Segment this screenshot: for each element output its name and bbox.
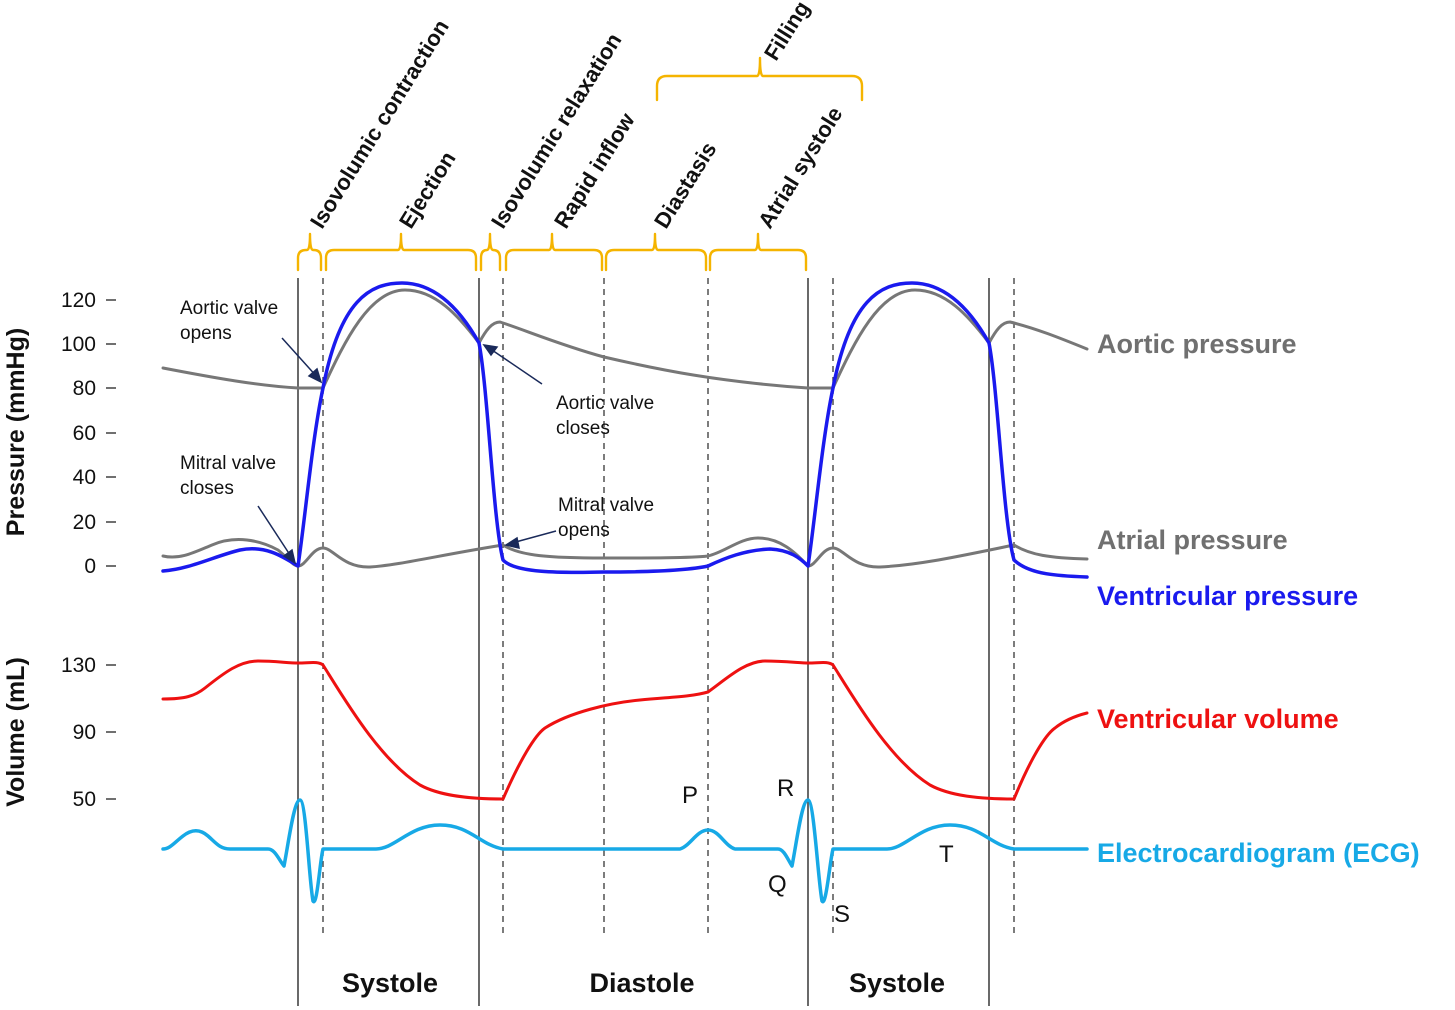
volume-tick-labels: 130 90 50 <box>61 654 96 811</box>
arrow-mitral-closes-head <box>282 548 297 565</box>
label-ventricular-volume: Ventricular volume <box>1097 704 1339 734</box>
arrow-mitral-opens-head <box>504 536 520 549</box>
volume-tick-50: 50 <box>73 788 96 811</box>
annot-aortic-closes-line2: closes <box>556 418 610 439</box>
ecg-curve <box>161 798 1089 904</box>
arrow-aortic-opens-head <box>307 367 323 384</box>
phase-labels: Isovolumic contraction Ejection Isovolum… <box>305 0 847 233</box>
label-diastasis: Diastasis <box>649 137 721 232</box>
bracket-ejection <box>324 232 478 272</box>
aortic-pressure-curve <box>161 288 1089 390</box>
pressure-tick-100: 100 <box>61 333 96 356</box>
label-ventricular-pressure: Ventricular pressure <box>1097 581 1358 611</box>
valve-annotations: Aortic valve opens Aortic valve closes M… <box>180 298 654 541</box>
annot-mitral-closes-line2: closes <box>180 478 234 499</box>
volume-axis-label: Volume (mL) <box>2 657 30 807</box>
volume-axis <box>106 664 116 800</box>
label-atrial-systole: Atrial systole <box>753 102 847 232</box>
annot-mitral-opens-line2: opens <box>558 520 610 541</box>
phase-brackets <box>296 56 864 272</box>
ecg-wave-r: R <box>777 775 794 802</box>
volume-tick-130: 130 <box>61 654 96 677</box>
pressure-tick-0: 0 <box>84 555 96 578</box>
pressure-tick-labels: 120 100 80 60 40 20 0 <box>61 289 96 578</box>
pressure-tick-40: 40 <box>73 466 96 489</box>
pressure-tick-20: 20 <box>73 511 96 534</box>
pressure-tick-120: 120 <box>61 289 96 312</box>
bracket-isovolumic-relaxation <box>479 232 502 272</box>
ecg-wave-labels: P R Q S T <box>682 775 954 928</box>
annot-aortic-opens-line1: Aortic valve <box>180 298 278 319</box>
label-aortic-pressure: Aortic pressure <box>1097 329 1297 359</box>
annot-mitral-opens-line1: Mitral valve <box>558 495 654 516</box>
bracket-atrial-systole <box>708 232 808 272</box>
ecg-wave-t: T <box>939 841 954 868</box>
ecg-wave-q: Q <box>768 871 787 898</box>
volume-tick-90: 90 <box>73 721 96 744</box>
ventricular-volume-curve <box>161 659 1089 801</box>
annot-aortic-closes-line1: Aortic valve <box>556 393 654 414</box>
label-ecg: Electrocardiogram (ECG) <box>1097 838 1420 868</box>
label-filling: Filling <box>759 0 815 65</box>
arrow-aortic-closes-head <box>482 343 499 357</box>
period-systole-1: Systole <box>342 968 438 998</box>
bracket-diastasis <box>604 232 708 272</box>
label-atrial-pressure: Atrial pressure <box>1097 525 1288 555</box>
pressure-axis-label: Pressure (mmHg) <box>2 328 30 536</box>
ecg-wave-p: P <box>682 782 698 809</box>
label-ejection: Ejection <box>394 147 461 233</box>
series-labels: Aortic pressure Atrial pressure Ventricu… <box>1097 329 1420 868</box>
annot-aortic-opens-line2: opens <box>180 323 232 344</box>
pressure-tick-80: 80 <box>73 377 96 400</box>
annot-mitral-closes-line1: Mitral valve <box>180 453 276 474</box>
arrow-mitral-closes <box>257 505 293 559</box>
ecg-wave-s: S <box>834 901 850 928</box>
bracket-rapid-inflow <box>504 232 604 272</box>
ventricular-pressure-curve <box>161 281 1089 579</box>
period-labels: Systole Diastole Systole <box>342 968 945 998</box>
annotation-arrows <box>257 337 557 565</box>
arrow-aortic-closes <box>488 347 543 385</box>
bracket-filling <box>655 56 864 102</box>
period-diastole: Diastole <box>589 968 694 998</box>
phase-dividers <box>297 278 1015 1006</box>
pressure-tick-60: 60 <box>73 422 96 445</box>
period-systole-2: Systole <box>849 968 945 998</box>
bracket-isovolumic-contraction <box>296 232 323 272</box>
arrow-aortic-opens <box>281 337 319 379</box>
curves <box>161 281 1089 904</box>
arrow-mitral-opens <box>511 530 557 544</box>
pressure-axis <box>106 299 116 567</box>
